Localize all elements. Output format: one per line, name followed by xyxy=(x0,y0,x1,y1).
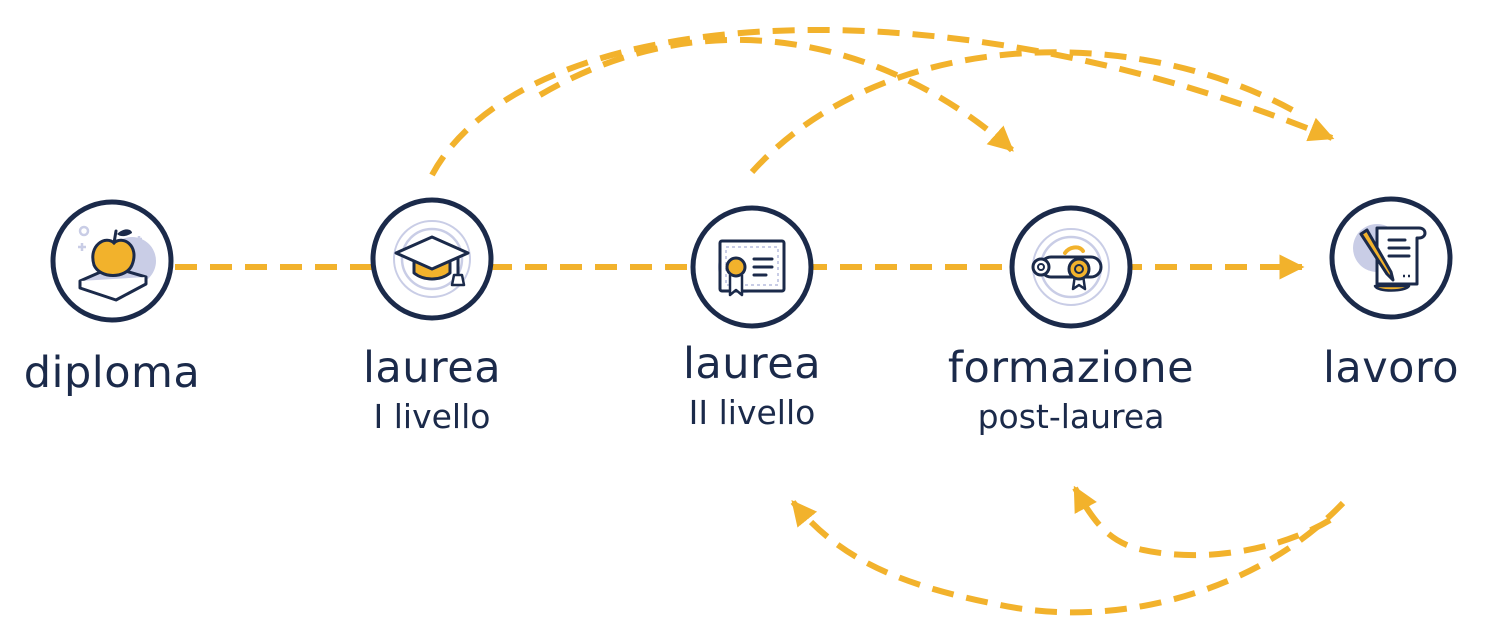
edge-laurea-2-to-lavoro xyxy=(749,49,1298,175)
diploma-scroll-icon xyxy=(1031,228,1110,306)
node-title: lavoro xyxy=(1322,343,1460,393)
node-diploma xyxy=(50,199,174,323)
label-laurea-1: laurea I livello xyxy=(282,343,582,436)
edge-laurea-1-to-lavoro xyxy=(429,27,1335,177)
apple-on-book-icon xyxy=(78,225,156,302)
node-lavoro xyxy=(1329,196,1453,320)
edge-lavoro-to-laurea-2 xyxy=(790,500,1346,616)
contract-pen-icon xyxy=(1353,224,1427,292)
edge-lavoro-to-formazione xyxy=(1072,485,1332,559)
label-formazione: formazione post-laurea xyxy=(921,343,1221,436)
label-laurea-2: laurea II livello xyxy=(602,339,902,432)
node-subtitle: II livello xyxy=(688,393,816,432)
certificate-icon xyxy=(718,239,786,297)
graduation-cap-icon xyxy=(393,220,471,298)
label-lavoro: lavoro xyxy=(1241,347,1502,390)
node-title: laurea xyxy=(362,343,502,393)
edge-laurea-1-to-formazione xyxy=(538,36,1014,153)
node-title: laurea xyxy=(682,339,822,389)
node-title: diploma xyxy=(23,348,201,398)
node-laurea-1 xyxy=(370,197,494,321)
node-laurea-2 xyxy=(690,205,814,329)
label-diploma: diploma xyxy=(0,352,262,395)
node-subtitle: post-laurea xyxy=(977,397,1165,436)
node-subtitle: I livello xyxy=(373,397,491,436)
node-title: formazione xyxy=(947,343,1195,393)
node-formazione xyxy=(1009,205,1133,329)
